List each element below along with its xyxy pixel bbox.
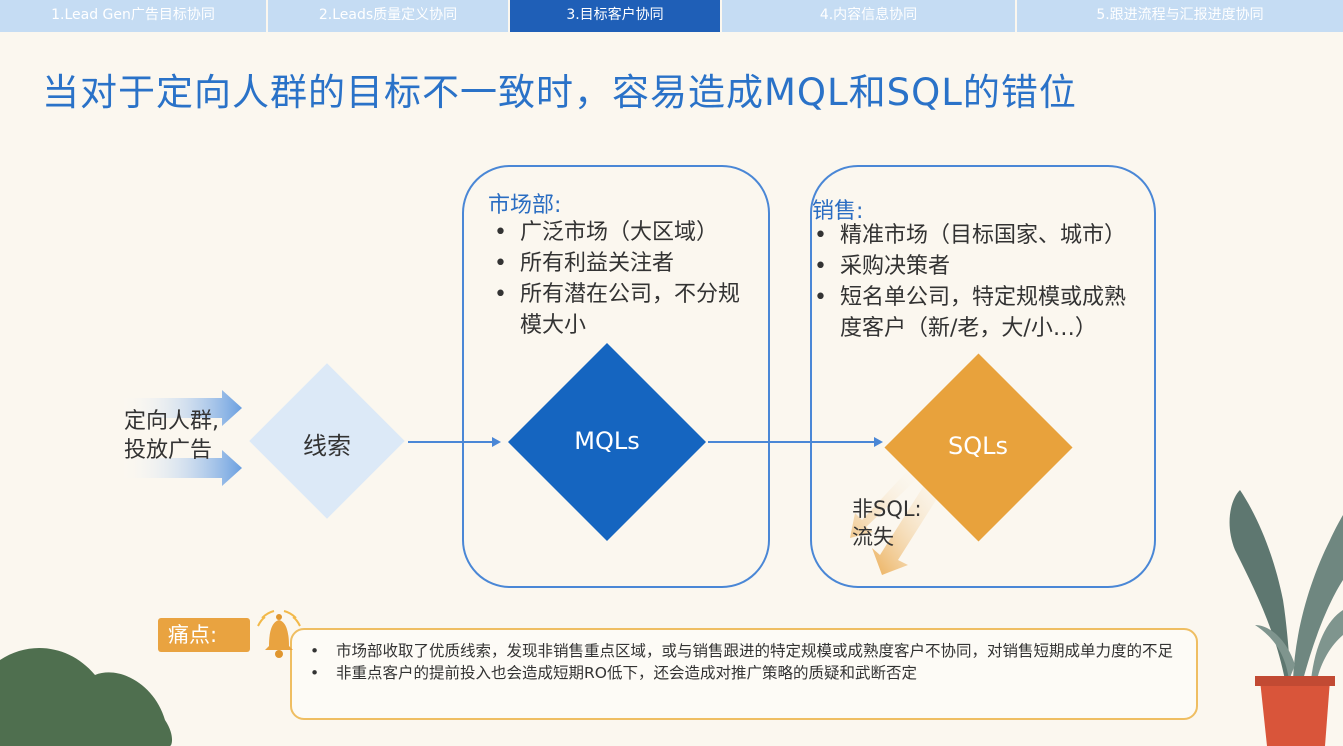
sql-label: SQLs bbox=[948, 432, 1008, 460]
source-arrow-top bbox=[120, 390, 242, 426]
sales-list: 精准市场（目标国家、城市） 采购决策者 短名单公司，特定规模或成熟度客户（新/老… bbox=[808, 220, 1128, 344]
bush-decoration bbox=[0, 648, 173, 746]
tab-lead-gen[interactable]: 1.Lead Gen广告目标协同 bbox=[0, 0, 268, 32]
source-label-line2: 投放广告 bbox=[124, 438, 213, 463]
tab-content-info[interactable]: 4.内容信息协同 bbox=[722, 0, 1017, 32]
pain-points-list: 市场部收取了优质线索，发现非销售重点区域，或与销售跟进的特定规模或成熟度客户不协… bbox=[308, 640, 1188, 684]
plant-decoration bbox=[1229, 490, 1343, 746]
top-tab-bar: 1.Lead Gen广告目标协同 2.Leads质量定义协同 3.目标客户协同 … bbox=[0, 0, 1343, 32]
plant-pot-rim bbox=[1255, 676, 1335, 686]
pain-point-item: 市场部收取了优质线索，发现非销售重点区域，或与销售跟进的特定规模或成熟度客户不协… bbox=[308, 640, 1188, 662]
arrow-head-leads-to-mql bbox=[492, 437, 501, 447]
arrow-mql-to-sql bbox=[708, 441, 876, 443]
lost-arrow bbox=[872, 468, 950, 575]
tab-leads-quality[interactable]: 2.Leads质量定义协同 bbox=[268, 0, 510, 32]
marketing-title: 市场部: bbox=[488, 193, 562, 218]
marketing-list: 广泛市场（大区域） 所有利益关注者 所有潜在公司，不分规模大小 bbox=[488, 217, 758, 341]
sales-item: 采购决策者 bbox=[808, 251, 1128, 282]
pain-point-item: 非重点客户的提前投入也会造成短期RO低下，还会造成对推广策略的质疑和武断否定 bbox=[308, 662, 1188, 684]
tab-target-customer[interactable]: 3.目标客户协同 bbox=[510, 0, 722, 32]
tab-followup-report[interactable]: 5.跟进流程与汇报进度协同 bbox=[1017, 0, 1343, 32]
marketing-item: 广泛市场（大区域） bbox=[488, 217, 758, 248]
pain-points-box: 市场部收取了优质线索，发现非销售重点区域，或与销售跟进的特定规模或成熟度客户不协… bbox=[290, 628, 1198, 720]
arrow-leads-to-mql bbox=[408, 441, 492, 443]
plant-pot bbox=[1260, 680, 1330, 746]
mql-label: MQLs bbox=[574, 427, 640, 455]
pain-badge: 痛点: bbox=[158, 618, 250, 652]
lost-arrow-secondary bbox=[850, 468, 918, 538]
bell-icon bbox=[257, 610, 301, 658]
lost-label-line2: 流失 bbox=[852, 525, 894, 549]
source-label: 定向人群, 投放广告 bbox=[124, 407, 219, 465]
sales-item: 短名单公司，特定规模或成熟度客户（新/老，大/小…） bbox=[808, 282, 1128, 344]
lost-label-line1: 非SQL: bbox=[852, 497, 922, 521]
sales-panel bbox=[810, 165, 1156, 588]
source-arrow-bottom bbox=[120, 450, 242, 486]
slide-title: 当对于定向人群的目标不一致时，容易造成MQL和SQL的错位 bbox=[42, 71, 1077, 114]
arrow-head-mql-to-sql bbox=[874, 437, 883, 447]
leads-label: 线索 bbox=[303, 432, 351, 460]
lost-label: 非SQL: 流失 bbox=[852, 495, 922, 551]
source-label-line1: 定向人群, bbox=[124, 409, 219, 434]
marketing-item: 所有潜在公司，不分规模大小 bbox=[488, 279, 758, 341]
marketing-panel bbox=[462, 165, 770, 588]
marketing-item: 所有利益关注者 bbox=[488, 248, 758, 279]
sales-item: 精准市场（目标国家、城市） bbox=[808, 220, 1128, 251]
